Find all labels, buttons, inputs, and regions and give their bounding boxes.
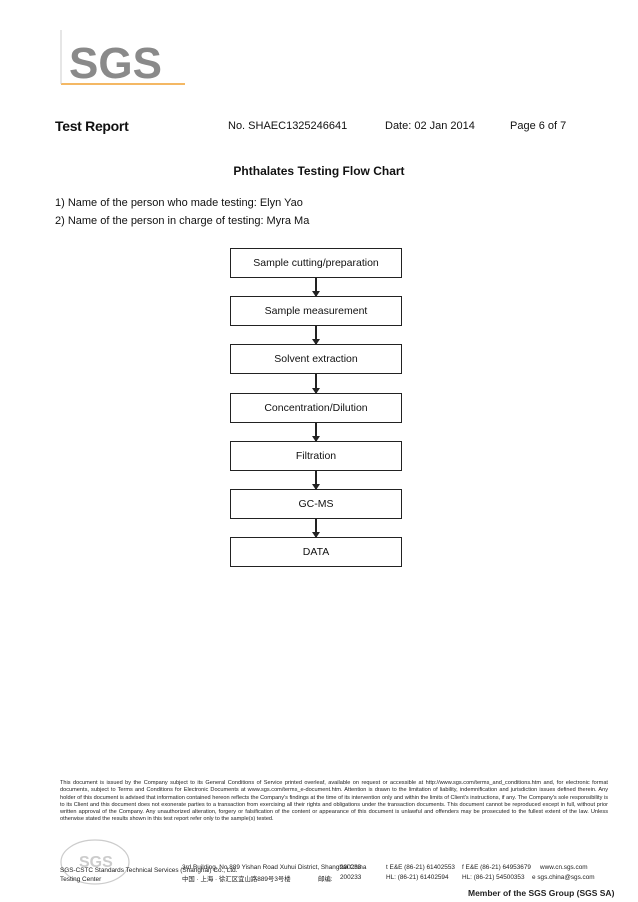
- svg-text:SGS: SGS: [79, 854, 113, 871]
- group-membership: Member of the SGS Group (SGS SA): [468, 888, 615, 898]
- report-date: Date: 02 Jan 2014: [385, 120, 475, 132]
- company-stamp: SGS: [55, 832, 175, 887]
- stamp-testing-center: Testing Center: [60, 876, 102, 883]
- stamp-company-name: SGS-CSTC Standards Technical Services (S…: [60, 867, 238, 874]
- postcode-english: 200233: [340, 864, 362, 871]
- telephone-english: t E&E (86-21) 61402553: [386, 864, 455, 871]
- fax-chinese: HL: (86-21) 54500353: [462, 874, 525, 881]
- arrow-down-icon: [312, 374, 320, 394]
- sgs-logo-graphic: SGS: [55, 26, 191, 88]
- telephone-chinese: HL: (86-21) 61402594: [386, 874, 449, 881]
- website-link[interactable]: www.cn.sgs.com: [540, 864, 588, 871]
- tester-name: 1) Name of the person who made testing: …: [55, 197, 303, 209]
- flow-step: Sample measurement: [230, 296, 402, 326]
- flow-step: Filtration: [230, 441, 402, 471]
- logo-text: SGS: [69, 39, 162, 88]
- supervisor-name: 2) Name of the person in charge of testi…: [55, 215, 310, 227]
- page-indicator: Page 6 of 7: [510, 120, 567, 132]
- arrow-down-icon: [312, 278, 320, 297]
- arrow-down-icon: [312, 519, 320, 538]
- email-link[interactable]: e sgs.china@sgs.com: [532, 874, 595, 881]
- flow-step: Concentration/Dilution: [230, 393, 402, 423]
- report-title: Test Report: [55, 118, 129, 134]
- postcode-chinese: 200233: [340, 874, 362, 881]
- footer-disclaimer: This document is issued by the Company s…: [60, 780, 608, 823]
- postcode-label-chinese: 邮编:: [318, 876, 333, 883]
- report-number: No. SHAEC1325246641: [228, 120, 348, 132]
- address-english: 3rd Building, No.889 Yishan Road Xuhui D…: [182, 864, 367, 871]
- document-title: Phthalates Testing Flow Chart: [233, 164, 405, 178]
- stamp-graphic: SGS: [60, 839, 130, 885]
- fax-english: f E&E (86-21) 64953679: [462, 864, 531, 871]
- report-header: Test Report No. SHAEC1325246641 Date: 02…: [0, 118, 638, 138]
- arrow-down-icon: [312, 471, 320, 490]
- sgs-logo: SGS: [55, 26, 191, 88]
- arrow-down-icon: [312, 326, 320, 345]
- flow-step: GC-MS: [230, 489, 402, 519]
- flow-step: Sample cutting/preparation: [230, 248, 402, 278]
- arrow-down-icon: [312, 423, 320, 442]
- flow-step: DATA: [230, 537, 402, 567]
- flow-step: Solvent extraction: [230, 344, 402, 374]
- address-chinese: 中国 · 上海 · 徐汇区宜山路889号3号楼: [182, 876, 291, 883]
